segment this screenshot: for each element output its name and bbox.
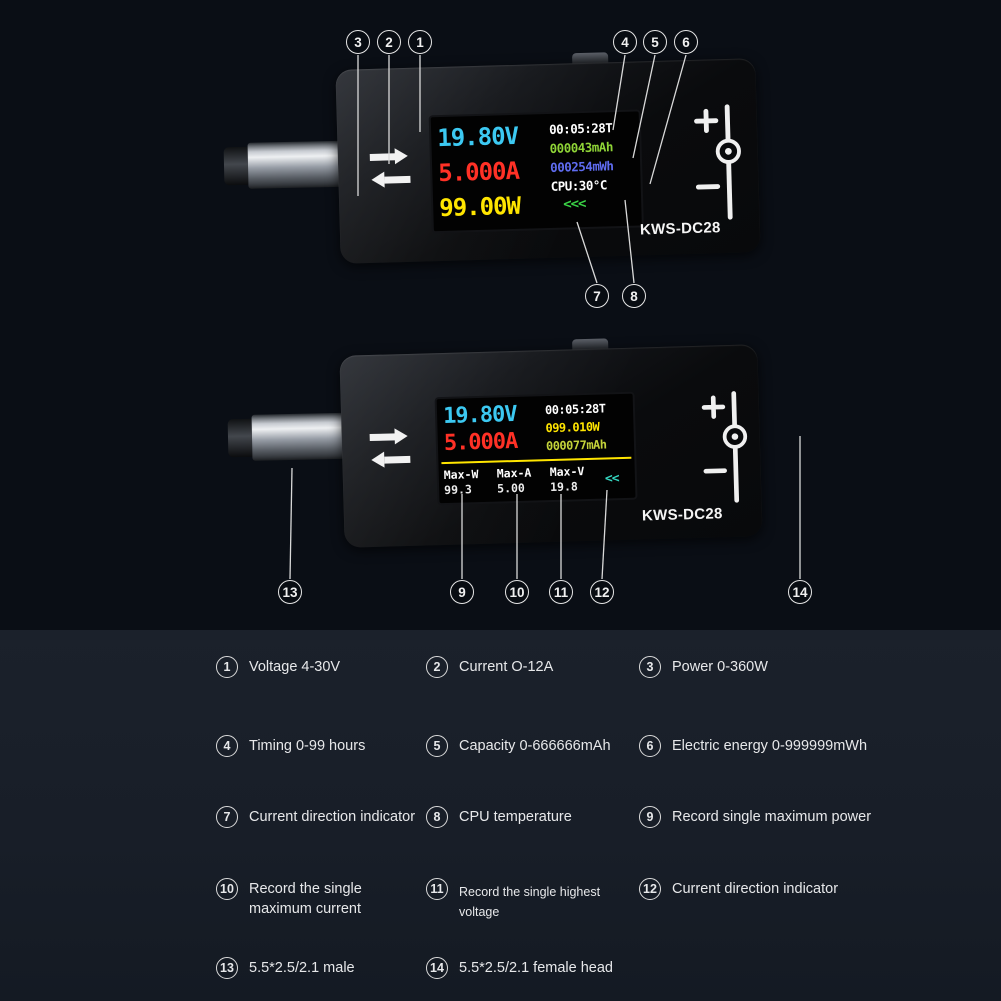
arrow-left-icon <box>370 451 411 469</box>
legend-item-1: 1 Voltage 4-30V <box>216 656 416 678</box>
current-value: 5.000A <box>437 156 520 188</box>
max-power-value: 99.3 <box>443 482 473 497</box>
plug-tip <box>223 146 249 186</box>
callout-11: 11 <box>549 580 573 604</box>
voltage-value: 19.80V <box>442 401 517 429</box>
legend-item-8: 8 CPU temperature <box>426 806 626 828</box>
legend-num: 2 <box>426 656 448 678</box>
legend-item-13: 13 5.5*2.5/2.1 male <box>216 957 416 979</box>
callout-1: 1 <box>408 30 432 54</box>
legend-num: 9 <box>639 806 661 828</box>
energy-value: 000254mWh <box>549 158 614 175</box>
callout-6: 6 <box>674 30 698 54</box>
legend-item-14: 14 5.5*2.5/2.1 female head <box>426 957 646 979</box>
legend-num: 11 <box>426 878 448 900</box>
lcd-screen-top: 19.80V 5.000A 99.00W 00:05:28T 000043mAh… <box>430 111 642 232</box>
voltage-value: 19.80V <box>436 121 519 153</box>
callout-13: 13 <box>278 580 302 604</box>
legend-text: Timing 0-99 hours <box>249 738 366 754</box>
arrow-left-icon <box>370 171 411 188</box>
max-power-column: Max-W 99.3 <box>444 467 498 498</box>
legend-text: Record the single highest voltage <box>459 885 601 919</box>
polarity-icon <box>701 391 748 503</box>
dc-male-plug-top <box>223 140 349 190</box>
power-value: 99.00W <box>438 191 521 223</box>
legend-num: 12 <box>639 878 661 900</box>
callout-12: 12 <box>590 580 614 604</box>
meter-device-top: 19.80V 5.000A 99.00W 00:05:28T 000043mAh… <box>335 52 761 264</box>
legend-text: Current direction indicator <box>249 809 416 825</box>
legend-text: Power 0-360W <box>672 659 768 675</box>
arrow-right-icon <box>369 147 410 165</box>
max-current-header: Max-A <box>496 465 532 481</box>
legend-text: Voltage 4-30V <box>249 659 341 675</box>
legend-num: 8 <box>426 806 448 828</box>
direction-indicator: << <box>604 471 619 487</box>
model-label: KWS-DC28 <box>639 219 721 239</box>
max-current-value: 5.00 <box>496 480 526 496</box>
legend-text: CPU temperature <box>459 809 572 825</box>
callout-5: 5 <box>643 30 667 54</box>
meter-device-bottom: 19.80V 5.000A 00:05:28T 099.010W 000077m… <box>339 338 763 548</box>
capacity-value: 000077mAh <box>545 437 607 454</box>
plug-tip <box>227 418 253 458</box>
callout-4: 4 <box>613 30 637 54</box>
max-voltage-column: Max-V 19.8 <box>550 464 604 495</box>
arrow-right-icon <box>369 428 409 445</box>
cpu-temp-value: CPU:30°C <box>550 177 608 194</box>
lcd-screen-bottom: 19.80V 5.000A 00:05:28T 099.010W 000077m… <box>436 393 636 504</box>
time-value: 00:05:28T <box>544 401 606 418</box>
max-voltage-header: Max-V <box>549 464 585 480</box>
callout-3: 3 <box>346 30 370 54</box>
dc-male-plug-bottom <box>227 412 351 462</box>
legend-num: 6 <box>639 735 661 757</box>
plug-barrel <box>247 140 349 189</box>
max-current-column: Max-A 5.00 <box>497 465 551 496</box>
direction-arrows <box>369 428 411 469</box>
callout-7: 7 <box>585 284 609 308</box>
current-value: 5.000A <box>443 428 518 456</box>
legend-item-6: 6 Electric energy 0-999999mWh <box>639 735 899 757</box>
callout-10: 10 <box>505 580 529 604</box>
capacity-value: 000043mAh <box>549 139 614 156</box>
legend-item-11: 11 Record the single highest voltage <box>426 878 641 922</box>
legend-item-5: 5 Capacity 0-666666mAh <box>426 735 636 757</box>
callout-14: 14 <box>788 580 812 604</box>
legend-num: 3 <box>639 656 661 678</box>
legend-text: 5.5*2.5/2.1 female head <box>459 960 613 976</box>
legend-item-10: 10 Record the single maximum current <box>216 878 431 919</box>
callout-9: 9 <box>450 580 474 604</box>
legend-text: Capacity 0-666666mAh <box>459 738 611 754</box>
legend-num: 14 <box>426 957 448 979</box>
legend-item-2: 2 Current O-12A <box>426 656 626 678</box>
time-value: 00:05:28T <box>548 120 613 137</box>
legend-num: 13 <box>216 957 238 979</box>
legend-item-4: 4 Timing 0-99 hours <box>216 735 426 757</box>
callout-8: 8 <box>622 284 646 308</box>
direction-indicator: <<< <box>562 195 586 213</box>
legend-text: Electric energy 0-999999mWh <box>672 738 868 754</box>
max-power-header: Max-W <box>443 467 479 483</box>
callout-2: 2 <box>377 30 401 54</box>
legend-item-12: 12 Current direction indicator <box>639 878 859 900</box>
legend-num: 10 <box>216 878 238 900</box>
legend-num: 1 <box>216 656 238 678</box>
legend-num: 5 <box>426 735 448 757</box>
model-label: KWS-DC28 <box>641 505 723 525</box>
max-voltage-value: 19.8 <box>549 479 579 495</box>
legend-item-3: 3 Power 0-360W <box>639 656 869 678</box>
legend-num: 4 <box>216 735 238 757</box>
legend-text: 5.5*2.5/2.1 male <box>249 960 355 976</box>
legend-panel <box>0 630 1001 1001</box>
legend-text: Current direction indicator <box>672 881 839 897</box>
direction-arrows <box>369 147 411 188</box>
legend-text: Record the single maximum current <box>249 881 362 917</box>
legend-num: 7 <box>216 806 238 828</box>
polarity-icon <box>694 104 741 220</box>
legend-item-7: 7 Current direction indicator <box>216 806 426 828</box>
legend-text: Current O-12A <box>459 659 554 675</box>
legend-item-9: 9 Record single maximum power <box>639 806 889 828</box>
plug-barrel <box>251 412 351 461</box>
legend-text: Record single maximum power <box>672 809 872 825</box>
